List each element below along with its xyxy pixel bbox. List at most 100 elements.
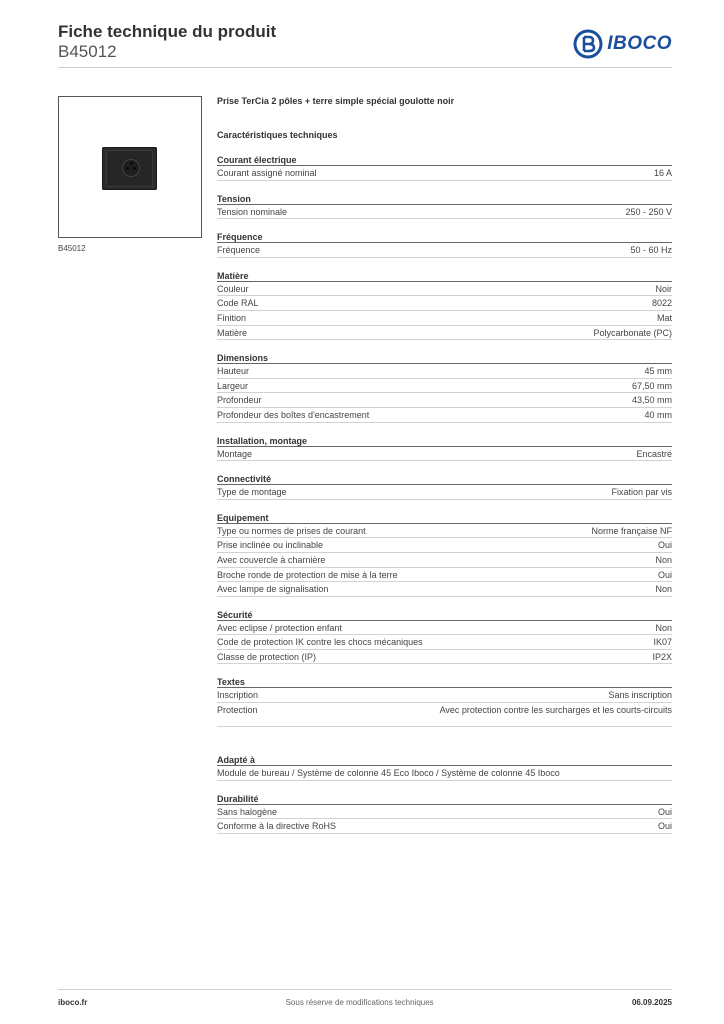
spec-label: Largeur	[217, 380, 249, 391]
group-title: Installation, montage	[217, 436, 672, 447]
spec-label: Classe de protection (IP)	[217, 651, 317, 662]
spec-label: Finition	[217, 312, 247, 323]
spec-label: Matière	[217, 327, 248, 338]
spec-row: Broche ronde de protection de mise à la …	[217, 568, 672, 583]
spec-label: Conforme à la directive RoHS	[217, 821, 337, 832]
product-image	[58, 96, 202, 238]
spec-value: 16 A	[653, 168, 672, 178]
spec-value: Mat	[656, 312, 672, 323]
logo-wordmark: IBOCO	[607, 33, 672, 54]
spec-row: Finition Mat	[217, 311, 672, 326]
spec-label: Avec eclipse / protection enfant	[217, 622, 342, 633]
group-title: Equipement	[217, 513, 672, 524]
spec-value: Oui	[657, 821, 672, 832]
spec-label: Code de protection IK contre les chocs m…	[217, 637, 423, 648]
spec-label: Montage	[217, 448, 253, 459]
spec-label: Courant assigné nominal	[217, 168, 317, 178]
spec-label: Avec couvercle à charnière	[217, 554, 326, 565]
spec-value: Oui	[657, 569, 672, 580]
spec-row: Classe de protection (IP) IP2X	[217, 650, 672, 665]
spec-value: 8022	[651, 298, 672, 309]
document-title: Fiche technique du produit	[58, 22, 277, 41]
group-title: Connectivité	[217, 474, 672, 486]
spec-label: Fréquence	[217, 245, 261, 256]
group-title: Sécurité	[217, 610, 672, 621]
iboco-logo-icon	[573, 29, 603, 59]
spec-label: Type de montage	[217, 487, 287, 498]
footer-date: 06.09.2025	[631, 998, 672, 1007]
spec-value: Sans inscription	[608, 690, 672, 701]
spec-value: Non	[655, 584, 672, 595]
spec-value: Oui	[657, 540, 672, 551]
spec-label: Inscription	[217, 690, 259, 701]
page-footer: iboco.fr Sous réserve de modifications t…	[58, 989, 672, 1007]
spec-row: Avec eclipse / protection enfant Non	[217, 621, 672, 636]
spec-value: Encastré	[636, 448, 672, 459]
spec-label: Avec lampe de signalisation	[217, 584, 329, 595]
product-name: Prise TerCia 2 pôles + terre simple spéc…	[217, 96, 455, 106]
group-title: Textes	[217, 677, 672, 689]
spec-value: 50 - 60 Hz	[630, 245, 672, 256]
product-reference: B45012	[58, 42, 117, 61]
spec-label: Code RAL	[217, 298, 259, 309]
spec-value: 67,50 mm	[631, 380, 672, 391]
spec-row: Avec lampe de signalisation Non	[217, 582, 672, 597]
group-title: Courant électrique	[217, 155, 672, 166]
spec-row: Profondeur 43,50 mm	[217, 393, 672, 408]
spec-row: Type ou normes de prises de courant Norme…	[217, 524, 672, 539]
spec-row: Montage Encastré	[217, 447, 672, 462]
spec-row: Sans halogène Oui	[217, 805, 672, 820]
spec-label: Tension nominale	[217, 206, 288, 217]
group-title: Tension	[217, 194, 672, 205]
durability-title: Durabilité	[217, 794, 672, 805]
spec-label: Hauteur	[217, 366, 250, 377]
socket-illustration	[102, 147, 157, 190]
spec-value: 43,50 mm	[631, 395, 672, 406]
spec-row: Hauteur 45 mm	[217, 364, 672, 379]
spec-row: Couleur Noir	[217, 282, 672, 297]
spec-value: Non	[655, 554, 672, 565]
group-title: Matière	[217, 271, 672, 282]
spec-row: Conforme à la directive RoHS Oui	[217, 819, 672, 834]
spec-row: Code RAL 8022	[217, 296, 672, 311]
spec-label: Prise inclinée ou inclinable	[217, 540, 324, 551]
spec-value: 45 mm	[644, 366, 672, 377]
spec-value: Oui	[657, 806, 672, 817]
spec-value: Non	[655, 622, 672, 633]
spec-label: Sans halogène	[217, 806, 278, 817]
group-title: Fréquence	[217, 232, 672, 244]
spec-label: Profondeur	[217, 395, 262, 406]
spec-label: Type ou normes de prises de courant	[217, 525, 366, 536]
footer-note: Sous réserve de modifications techniques	[285, 998, 434, 1007]
spec-row: Avec couvercle à charnière Non	[217, 553, 672, 568]
spec-value: 40 mm	[644, 409, 672, 420]
spec-value: Fixation par vis	[611, 487, 672, 498]
spec-row: Protection Avec protection contre les sur…	[217, 703, 672, 728]
spec-label: Broche ronde de protection de mise à la …	[217, 569, 398, 580]
spec-row: Type de montage Fixation par vis	[217, 485, 672, 500]
spec-value: IP2X	[652, 651, 672, 662]
spec-row: Courant assigné nominal 16 A	[217, 166, 672, 181]
spec-row: Largeur 67,50 mm	[217, 379, 672, 394]
spec-row: Inscription Sans inscription	[217, 688, 672, 704]
spec-row: Fréquence 50 - 60 Hz	[217, 243, 672, 258]
spec-value: Avec protection contre les surcharges et…	[439, 705, 672, 716]
spec-value: IK07	[653, 637, 672, 648]
spec-row: Prise inclinée ou inclinable Oui	[217, 538, 672, 553]
adapted-text: Module de bureau / Système de colonne 45…	[217, 766, 672, 781]
group-title: Dimensions	[217, 353, 672, 365]
page-header: Fiche technique du produit B45012 IBOCO	[58, 22, 672, 68]
spec-label: Profondeur des boîtes d'encastrement	[217, 409, 370, 420]
spec-row: Profondeur des boîtes d'encastrement 40 m…	[217, 408, 672, 423]
spec-row: Code de protection IK contre les chocs m…	[217, 635, 672, 650]
spec-label: Protection	[217, 705, 258, 716]
footer-website: iboco.fr	[58, 998, 88, 1007]
spec-label: Couleur	[217, 283, 249, 294]
spec-value: Noir	[655, 283, 672, 294]
spec-value: Norme française NF	[591, 525, 672, 536]
specifications: Prise TerCia 2 pôles + terre simple spéc…	[217, 96, 672, 834]
brand-logo: IBOCO	[573, 29, 672, 59]
